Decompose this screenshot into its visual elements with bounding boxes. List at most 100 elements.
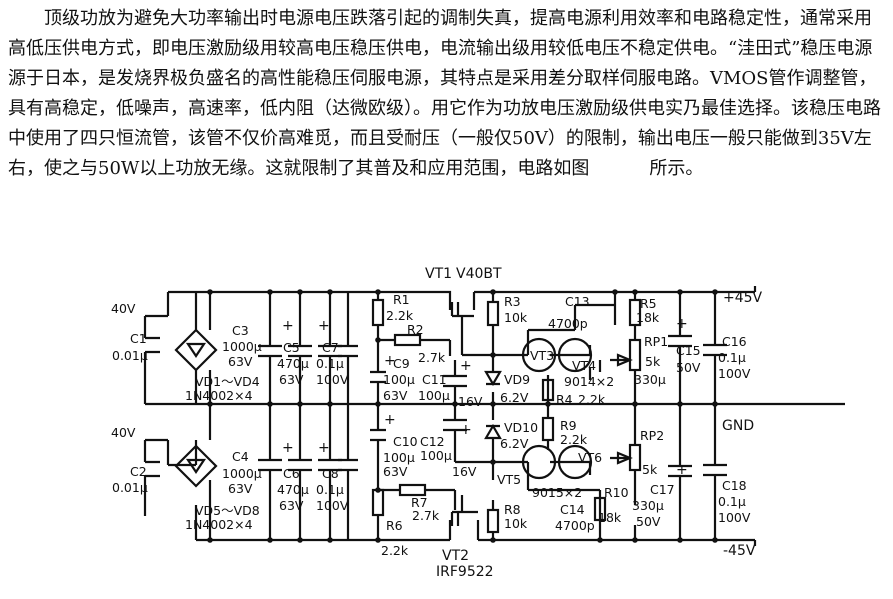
rp2-label: RP2 — [640, 428, 664, 443]
r10-label: R10 — [604, 485, 629, 500]
c2-value: 0.01μ — [112, 480, 148, 495]
c18-value: 0.1μ — [718, 494, 746, 509]
sentence-1: 顶级功放为避免大功率输出时电源电压跌落引起的调制失真，提高电源利用效率和电路稳定… — [8, 8, 872, 59]
svg-text:+: + — [282, 318, 294, 334]
transistor-vt6-icon — [557, 444, 593, 480]
vt6-part: 9015×2 — [532, 485, 582, 500]
vt4-part: 9014×2 — [564, 374, 614, 389]
r3-label: R3 — [504, 294, 521, 309]
c9-label: C9 — [393, 356, 410, 371]
resistor-r4 — [541, 378, 555, 402]
vt2-part: IRF9522 — [436, 564, 494, 580]
c16-label: C16 — [722, 334, 747, 349]
svg-text:+: + — [460, 358, 472, 374]
c16-voltage: 100V — [718, 366, 751, 381]
sentence-7: 所示。 — [649, 158, 704, 179]
resistor-shapes — [371, 298, 642, 534]
c15-value: 330μ — [634, 372, 666, 387]
svg-text:+: + — [318, 440, 330, 456]
input-voltage-bot: 40V — [111, 425, 136, 440]
description-paragraph: 顶级功放为避免大功率输出时电源电压跌落引起的调制失真，提高电源利用效率和电路稳定… — [8, 4, 884, 184]
zener-vd10-icon — [484, 423, 502, 440]
r6-label: R6 — [386, 518, 403, 533]
sentence-5: 该稳压电路中使用了四只恒流管，该管不仅价高难觅，而且受耐压（一般仅50V）的限制… — [8, 98, 881, 179]
c8-voltage: 100V — [316, 498, 349, 513]
sentence-3: VMOS管作调整管，具有高稳定，低噪声，高速率，低内阻（达微欧级）。 — [8, 68, 877, 119]
vt2-label: VT2 — [442, 548, 469, 564]
sentence-6: 这就限制了其普及和应用范围，电路如图 — [265, 158, 590, 179]
rp2-wiper-icon — [616, 451, 633, 465]
c10-voltage: 63V — [383, 464, 408, 479]
input-voltage-top: 40V — [111, 301, 136, 316]
resistor-r7 — [398, 483, 427, 497]
r2-label: R2 — [407, 322, 424, 337]
r8-value: 10k — [504, 516, 528, 531]
c3-value: 1000μ — [222, 339, 262, 354]
c1-label: C1 — [130, 331, 147, 346]
resistor-r6 — [371, 488, 385, 517]
c12-label: C12 — [420, 434, 445, 449]
c17-label: C17 — [650, 482, 675, 497]
vd9-value: 6.2V — [500, 390, 529, 405]
resistor-r10 — [593, 496, 607, 522]
c7-value: 0.1μ — [316, 356, 344, 371]
sentence-2: “洼田式”稳压电源源于日本，是发烧界极负盛名的高性能稳压伺服电源，其特点是采用差… — [8, 38, 873, 89]
svg-text:+: + — [676, 316, 688, 332]
c4-value: 1000μ — [222, 466, 262, 481]
bridge-top-label: VD1～VD4 — [195, 374, 260, 389]
c6-voltage: 63V — [279, 498, 304, 513]
c18-voltage: 100V — [718, 510, 751, 525]
svg-text:+: + — [384, 353, 396, 369]
c3-voltage: 63V — [228, 354, 253, 369]
c11-voltage: 16V — [458, 394, 483, 409]
vd10-label: VD10 — [504, 420, 538, 435]
svg-text:+: + — [282, 440, 294, 456]
vt4-label: VT4 — [572, 358, 596, 373]
vd9-label: VD9 — [504, 372, 530, 387]
c10-label: C10 — [393, 434, 418, 449]
rp1-wiper-icon — [616, 353, 633, 367]
c8-value: 0.1μ — [316, 482, 344, 497]
c12-voltage: 16V — [452, 464, 477, 479]
c2-label: C2 — [130, 464, 147, 479]
c14-value: 4700p — [555, 518, 595, 533]
c5-voltage: 63V — [279, 372, 304, 387]
bridge-bot-icon — [174, 444, 218, 488]
r6-value: 2.2k — [381, 543, 409, 558]
component-labels: 40V 40V C1 0.01μ C2 0.01μ VD1～VD4 1N4002… — [111, 266, 763, 580]
rp2-value: 5k — [642, 462, 658, 477]
c9-voltage: 63V — [383, 388, 408, 403]
bridge-rectifiers — [174, 328, 218, 488]
vt5-label: VT5 — [497, 472, 521, 487]
r8-label: R8 — [504, 502, 521, 517]
c1-value: 0.01μ — [112, 348, 148, 363]
c17-value: 330μ — [632, 498, 664, 513]
resistor-r3 — [486, 300, 500, 327]
vt3-label: VT3 — [530, 348, 554, 363]
resistor-r5 — [628, 298, 642, 327]
c13-label: C13 — [565, 294, 590, 309]
transistor-vt5-icon — [521, 444, 557, 480]
bridge-top-part: 1N4002×4 — [185, 388, 253, 403]
r9-value: 2.2k — [560, 432, 588, 447]
c12-value: 100μ — [420, 448, 452, 463]
bridge-top-icon — [174, 328, 218, 372]
c11-label: C11 — [422, 372, 447, 387]
c18-label: C18 — [722, 478, 747, 493]
vt1-label: VT1 — [425, 266, 452, 282]
r10-value: 18k — [598, 510, 622, 525]
c3-label: C3 — [232, 323, 249, 338]
c14-label: C14 — [560, 502, 585, 517]
c5-value: 470μ — [277, 356, 309, 371]
c7-label: C7 — [322, 340, 339, 355]
r3-value: 10k — [504, 310, 528, 325]
c5-label: C5 — [283, 340, 300, 355]
c9-value: 100μ — [383, 372, 415, 387]
junction-dots — [207, 289, 718, 543]
r9-label: R9 — [560, 418, 577, 433]
rp1-label: RP1 — [644, 334, 668, 349]
c6-label: C6 — [283, 466, 300, 481]
bridge-bot-label: VD5～VD8 — [195, 503, 260, 518]
c10-value: 100μ — [383, 450, 415, 465]
